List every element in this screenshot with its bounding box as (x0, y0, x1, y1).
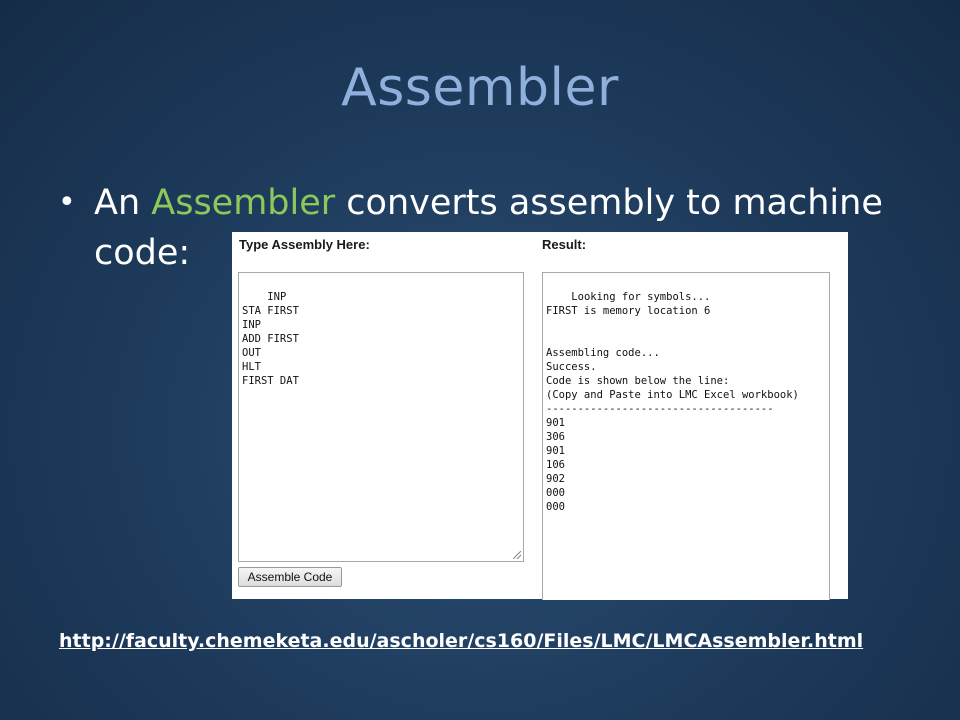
bullet-text-after: converts assembly to machine code: (94, 183, 883, 273)
input-label: Type Assembly Here: (239, 237, 370, 252)
bullet-text-before: An (94, 183, 152, 223)
bullet-point: • An Assembler converts assembly to mach… (58, 178, 908, 278)
result-text: Looking for symbols... FIRST is memory l… (546, 291, 799, 513)
bullet-dot-icon: • (58, 185, 76, 220)
assembler-url-link[interactable]: http://faculty.chemeketa.edu/ascholer/cs… (59, 630, 864, 652)
result-output-textarea[interactable]: Looking for symbols... FIRST is memory l… (542, 272, 830, 600)
assembly-code-text: INP STA FIRST INP ADD FIRST OUT HLT FIRS… (242, 291, 299, 387)
bullet-highlight: Assembler (151, 183, 336, 223)
assemble-code-button[interactable]: Assemble Code (238, 567, 342, 587)
assembly-input-textarea[interactable]: INP STA FIRST INP ADD FIRST OUT HLT FIRS… (238, 272, 524, 562)
assembler-screenshot: Type Assembly Here: Result: INP STA FIRS… (232, 232, 848, 600)
slide-title: Assembler (341, 58, 619, 118)
resize-grip-icon[interactable] (513, 551, 521, 559)
bullet-text: An Assembler converts assembly to machin… (58, 178, 908, 278)
result-label: Result: (542, 237, 587, 252)
